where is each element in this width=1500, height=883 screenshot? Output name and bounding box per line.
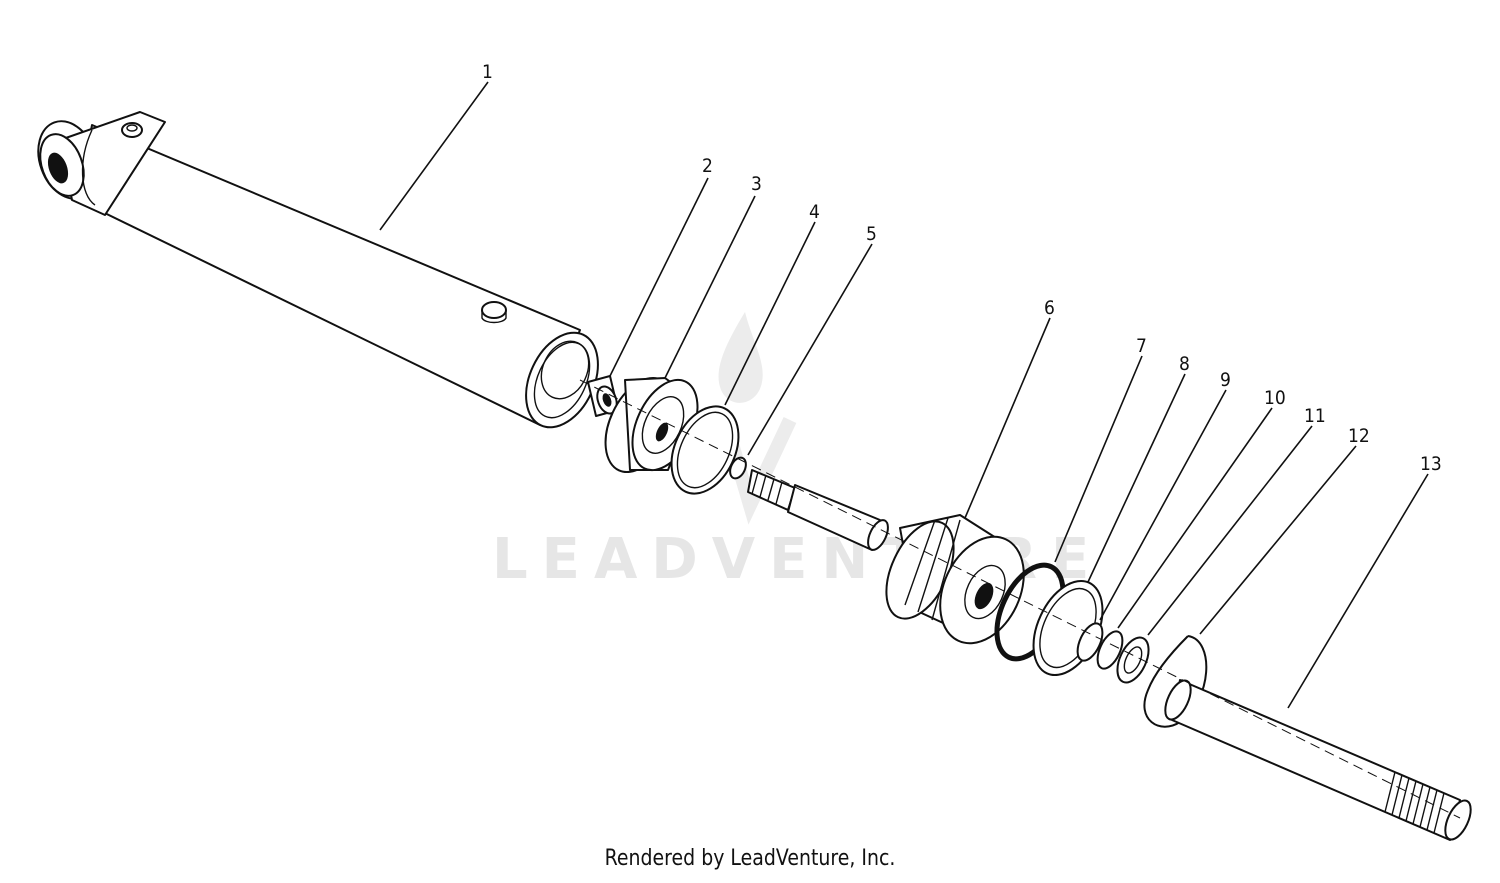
callout-9: 9 bbox=[1220, 369, 1231, 391]
callout-8: 8 bbox=[1179, 353, 1190, 375]
part-6-piston bbox=[885, 514, 1025, 645]
leader-lines bbox=[379, 81, 1429, 709]
callout-12: 12 bbox=[1348, 425, 1370, 447]
part-2-fitting bbox=[587, 375, 619, 417]
part-5-small-o-ring bbox=[729, 456, 747, 480]
callout-labels: 1 2 3 4 5 6 7 8 9 10 11 12 13 bbox=[482, 61, 1442, 475]
callout-1: 1 bbox=[482, 61, 493, 83]
part-11-wiper bbox=[1116, 636, 1150, 684]
callout-4: 4 bbox=[809, 201, 820, 223]
part-1-cylinder-barrel bbox=[37, 111, 599, 429]
callout-3: 3 bbox=[751, 173, 762, 195]
tie-rod bbox=[747, 469, 889, 551]
callout-2: 2 bbox=[702, 155, 713, 177]
footer-credit: Rendered by LeadVenture, Inc. bbox=[604, 846, 896, 871]
part-9-seal bbox=[1076, 622, 1104, 662]
callout-13: 13 bbox=[1420, 453, 1442, 475]
callout-7: 7 bbox=[1136, 335, 1147, 357]
assembly-centerline bbox=[579, 379, 1461, 819]
flame-logo-icon bbox=[718, 312, 763, 403]
callout-11: 11 bbox=[1304, 405, 1326, 427]
part-13-piston-rod bbox=[1164, 679, 1472, 841]
callout-6: 6 bbox=[1044, 297, 1055, 319]
callout-5: 5 bbox=[866, 223, 877, 245]
callout-10: 10 bbox=[1264, 387, 1286, 409]
